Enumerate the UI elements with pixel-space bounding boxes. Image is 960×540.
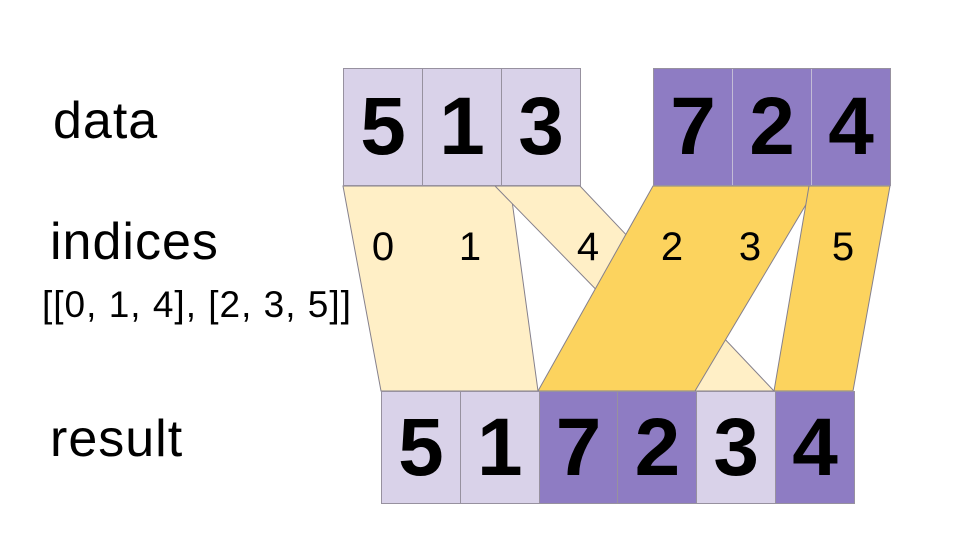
index-label: 4 xyxy=(576,225,600,269)
index-label: 5 xyxy=(831,225,855,269)
data-array-1: 7 2 4 xyxy=(653,68,891,186)
data-cell: 2 xyxy=(732,69,811,185)
indices-label: indices xyxy=(50,213,219,271)
result-cell: 1 xyxy=(459,392,539,503)
result-label: result xyxy=(50,410,184,468)
data-cell: 4 xyxy=(811,69,890,185)
index-label: 0 xyxy=(371,225,395,269)
result-cell: 2 xyxy=(617,392,697,503)
indices-value-label: [[0, 1, 4], [2, 3, 5]] xyxy=(42,284,352,325)
result-array: 5 1 7 2 3 4 xyxy=(381,391,855,504)
data-cell: 3 xyxy=(501,69,580,185)
result-cell: 7 xyxy=(538,392,618,503)
result-cell: 4 xyxy=(775,392,854,503)
band-indices-0-1 xyxy=(342,185,539,392)
index-label: 1 xyxy=(458,225,482,269)
index-label: 3 xyxy=(738,225,762,269)
data-cell: 1 xyxy=(422,69,501,185)
result-cell: 3 xyxy=(696,392,776,503)
data-label: data xyxy=(53,92,159,150)
data-cell: 7 xyxy=(654,69,732,185)
data-cell: 5 xyxy=(344,69,422,185)
result-cell: 5 xyxy=(382,392,460,503)
data-array-0: 5 1 3 xyxy=(343,68,581,186)
index-label: 2 xyxy=(660,225,684,269)
